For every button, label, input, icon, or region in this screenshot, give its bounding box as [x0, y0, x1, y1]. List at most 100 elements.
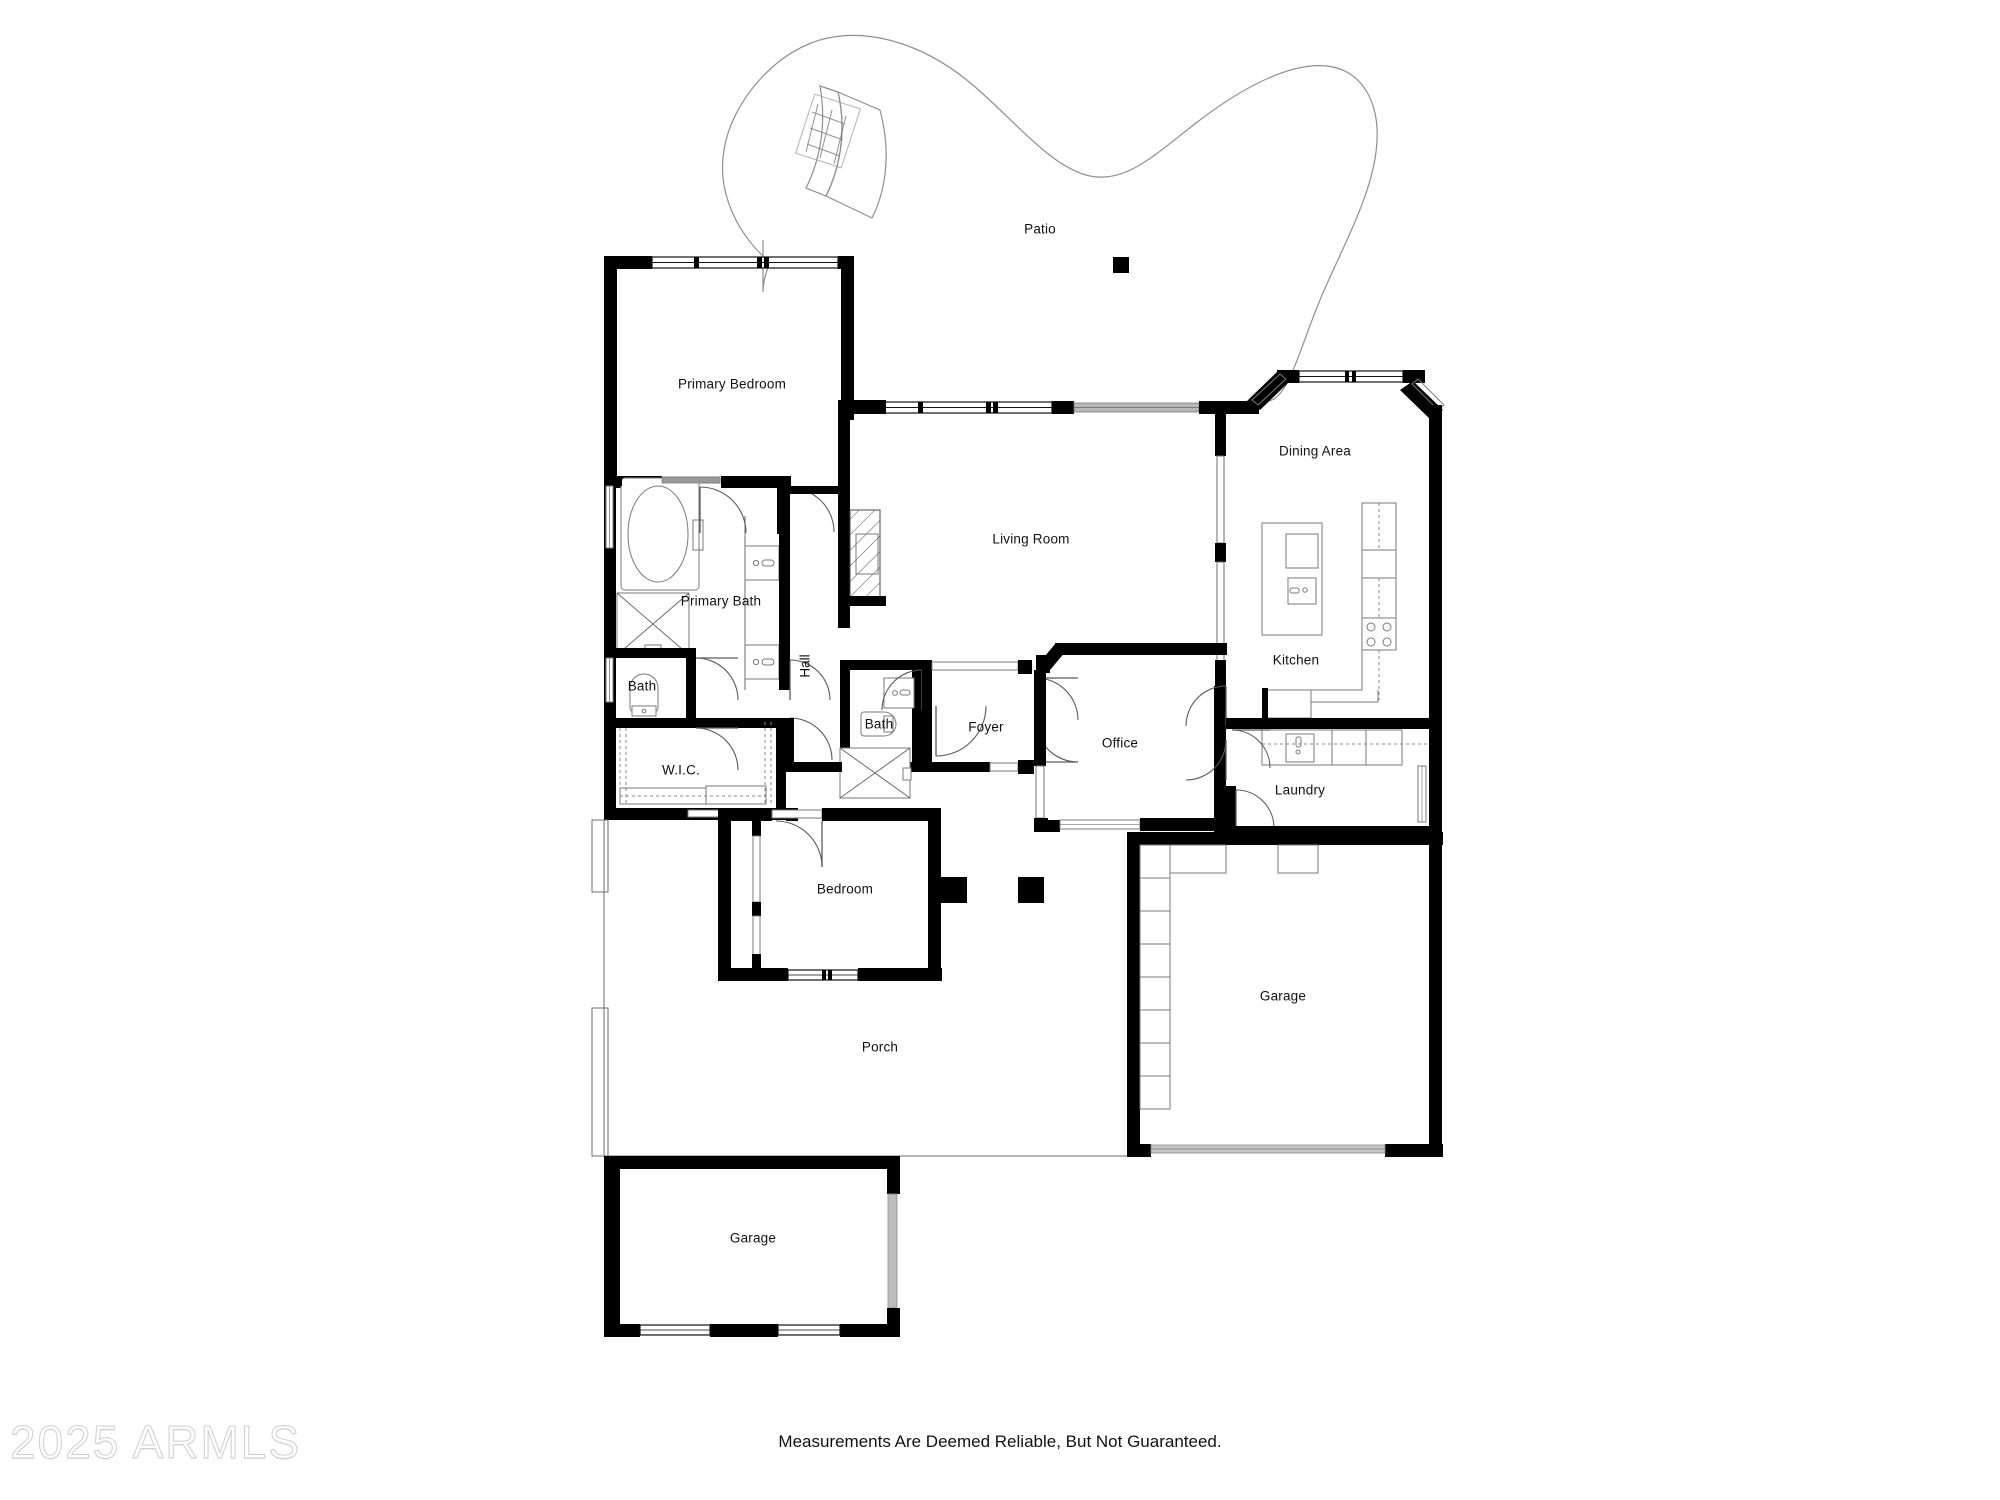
living-kitchen-partition-lower [1215, 660, 1226, 686]
garage-right-wall-top [1127, 832, 1443, 845]
room-label-layer: Patio Primary Bedroom Dining Area Living… [628, 222, 1351, 1246]
living-bottom-wall [1055, 643, 1227, 655]
kitchen-east-exterior-wall [1429, 405, 1442, 832]
living-top-wall-mid [1052, 401, 1074, 414]
laundry-structure [1226, 729, 1432, 838]
hall-bath-wall-left [840, 660, 850, 772]
primary-suite-door-threshold [790, 486, 838, 494]
room-label-bedroom: Bedroom [817, 882, 873, 897]
primary-bedroom-window [651, 256, 839, 269]
foyer-structure [922, 660, 1079, 774]
primary-bedroom-wall-left [604, 256, 617, 488]
porch-structure [591, 819, 1129, 1157]
room-label-garage-front: Garage [730, 1231, 776, 1246]
bedroom-wall-left [718, 808, 731, 972]
small-bath-door [695, 657, 739, 701]
room-label-foyer: Foyer [968, 720, 1004, 735]
patio-boundary-path [722, 34, 1378, 403]
garage-front-side-window [887, 1193, 898, 1309]
office-window-bottom [1059, 819, 1141, 830]
garage-front-wall-right-upper [887, 1156, 900, 1194]
bedroom-wall-top-far-right [822, 808, 940, 821]
step-tile-grid [794, 93, 862, 169]
laundry-exterior-window [1417, 765, 1427, 823]
laundry-closet-door [1235, 789, 1275, 829]
foyer-wall-bottom-right [1018, 760, 1034, 774]
kitchen-laundry-divider [1226, 718, 1442, 729]
room-label-garage-right: Garage [1260, 989, 1306, 1004]
wic-wall-top [696, 718, 786, 728]
porch-column-b [591, 1007, 609, 1157]
bedroom-structure [718, 808, 967, 981]
primary-suite-door [789, 487, 835, 533]
bedroom-closet-partition [752, 820, 761, 972]
bedroom-wall-bottom-left [718, 968, 788, 981]
foyer-wall-bottom-nub [980, 762, 990, 772]
office-wall-left [1034, 670, 1046, 766]
hall-bath-shower [839, 747, 912, 799]
laundry-closet-wall [1226, 786, 1236, 832]
small-bath-wall-bottom [616, 718, 696, 728]
room-label-laundry: Laundry [1275, 783, 1325, 798]
fireplace-chimney [838, 400, 886, 606]
dining-bay-corner-right [1403, 370, 1425, 383]
garage-front-wall-bottom-b [710, 1324, 778, 1337]
hall-door-upper [789, 659, 831, 701]
garage-right-wall-right [1429, 832, 1442, 1156]
bathtub-fixture [620, 477, 704, 591]
room-label-wic: W.I.C. [662, 763, 700, 778]
room-label-patio: Patio [1024, 222, 1056, 237]
room-label-kitchen: Kitchen [1273, 653, 1319, 668]
hall-bath-toilet [860, 711, 897, 737]
primary-bath-structure [604, 476, 790, 820]
garage-front-wall-top [604, 1156, 900, 1169]
kitchen-counter-end-wall [1262, 688, 1268, 718]
fireplace-hatch-body [849, 509, 881, 603]
porch-column-center [1018, 877, 1044, 903]
garage-right-cabinets [1139, 844, 1171, 1110]
hall-bottom-wall [784, 762, 842, 772]
wic-wall-right [776, 718, 786, 818]
primary-bath-door [699, 486, 747, 534]
living-bottom-wall-left-nub [1036, 655, 1050, 673]
bedroom-wall-bottom-right [858, 968, 942, 981]
fireplace-wall-left [838, 400, 850, 602]
primary-bath-hall-partition [779, 476, 790, 690]
primary-bedroom-wall-top-l [604, 256, 652, 269]
office-wall-bottom-right [1140, 818, 1226, 831]
kitchen-island [1261, 522, 1323, 636]
foyer-transom-window-top [931, 661, 1019, 671]
bedroom-window-bottom [787, 969, 859, 981]
hall-top-wall [745, 476, 791, 487]
porch-column-bedroom [941, 877, 967, 903]
office-glass-panel [1035, 765, 1045, 819]
living-kitchen-partition-upper [1215, 414, 1226, 456]
garage-right-wall-left [1127, 832, 1140, 1156]
room-label-bath-primary: Bath [628, 679, 657, 694]
garage-front-door-opening-b [777, 1324, 841, 1336]
hall-bottom-partition [784, 718, 794, 770]
hall-door-lower [789, 717, 833, 761]
dining-bay-corner-left [1277, 370, 1299, 383]
garage-front-wall-left [604, 1156, 620, 1336]
primary-shower-fixture [616, 592, 690, 656]
primary-bath-vanity-upper [744, 545, 780, 581]
living-top-wall-right [1199, 401, 1259, 414]
primary-bath-window-left [605, 485, 614, 549]
laundry-door-to-kitchen [1231, 729, 1271, 769]
armls-watermark: 2025 ARMLS [9, 1416, 302, 1469]
office-wall-bottom-left [1046, 820, 1060, 832]
wic-shelving [619, 722, 772, 806]
room-label-porch: Porch [862, 1040, 898, 1055]
small-bath-wall-right [686, 648, 696, 726]
room-label-living-room: Living Room [992, 532, 1069, 547]
garage-front-structure [604, 1156, 900, 1337]
dining-bay-window-top [1298, 370, 1404, 383]
kitchen-counter-east [1361, 502, 1397, 700]
bedroom-wall-right [928, 808, 941, 980]
room-label-dining-area: Dining Area [1279, 444, 1351, 459]
small-bath-wall-top [616, 648, 696, 658]
kitchen-cooktop [1361, 617, 1397, 651]
living-kitchen-partition-mid [1215, 543, 1226, 562]
